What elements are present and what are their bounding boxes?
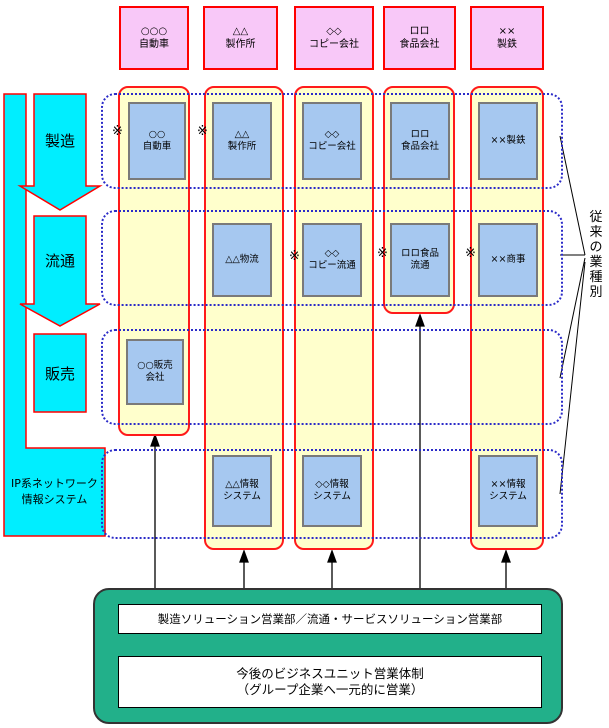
traditional-label-char: の xyxy=(589,240,603,255)
cell-logistics: △△物流 xyxy=(212,223,272,297)
manufacturing-arrow xyxy=(17,93,103,211)
sales-divisions-bar: 製造ソリューション営業部／流通・サービスソリューション営業部 xyxy=(118,604,542,634)
cell-seisakusho-info: △△情報 システム xyxy=(212,455,272,527)
traditional-industry-label: 従 来 の 業 種 別 xyxy=(587,210,605,300)
cell-steel-info: ××情報 システム xyxy=(478,455,538,527)
cell-seisakusho: △△ 製作所 xyxy=(212,102,272,180)
traditional-label-char: 業 xyxy=(589,255,603,270)
cell-steel: ××製鉄 xyxy=(478,102,538,180)
traditional-label-char: 別 xyxy=(589,285,603,300)
sales-box xyxy=(33,333,87,413)
note-mark-5: ※ xyxy=(465,246,476,261)
traditional-label-char: 来 xyxy=(589,225,603,240)
distribution-arrow xyxy=(19,215,101,327)
cell-auto-sales: ○○販売 会社 xyxy=(126,339,184,405)
cell-food-company: ロロ 食品会社 xyxy=(390,102,450,180)
cell-automaker: ○○ 自動車 xyxy=(128,102,186,180)
company-header-1: ○○○ 自動車 xyxy=(119,6,189,70)
note-mark-2: ※ xyxy=(197,124,208,139)
row-manufacturing xyxy=(101,93,563,189)
company-header-5: ×× 製鉄 xyxy=(470,6,544,70)
stage-label-distribution: 流通 xyxy=(44,251,75,270)
traditional-label-char: 種 xyxy=(589,270,603,285)
row-sales xyxy=(101,329,563,425)
company-header-3: ◇◇ コピー会社 xyxy=(294,6,374,70)
cell-copy-info: ◇◇情報 システム xyxy=(302,455,362,527)
cell-food-distribution: ロロ食品 流通 xyxy=(390,223,450,297)
stage-label-manufacturing: 製造 xyxy=(44,131,75,150)
company-header-2: △△ 製作所 xyxy=(203,6,278,70)
traditional-label-char: 従 xyxy=(589,210,603,225)
stage-label-sales: 販売 xyxy=(44,364,75,383)
stage-label-ip-system: IP系ネットワーク 情報システム xyxy=(11,477,98,506)
note-mark-3: ※ xyxy=(289,249,300,264)
company-header-4: ロロ 食品会社 xyxy=(383,6,456,70)
cell-trading: ××商事 xyxy=(478,223,538,297)
note-mark-1: ※ xyxy=(112,124,123,139)
future-sales-structure-bar: 今後のビジネスユニット営業体制 （グループ企業へ一元的に営業） xyxy=(118,656,542,708)
note-mark-4: ※ xyxy=(377,246,388,261)
row-distribution xyxy=(101,210,563,306)
row-ip-system xyxy=(101,449,563,539)
cell-copy-distribution: ◇◇ コピー流通 xyxy=(302,223,362,297)
ip-system-bracket xyxy=(3,93,106,537)
cell-copy-company: ◇◇ コピー会社 xyxy=(302,102,362,180)
